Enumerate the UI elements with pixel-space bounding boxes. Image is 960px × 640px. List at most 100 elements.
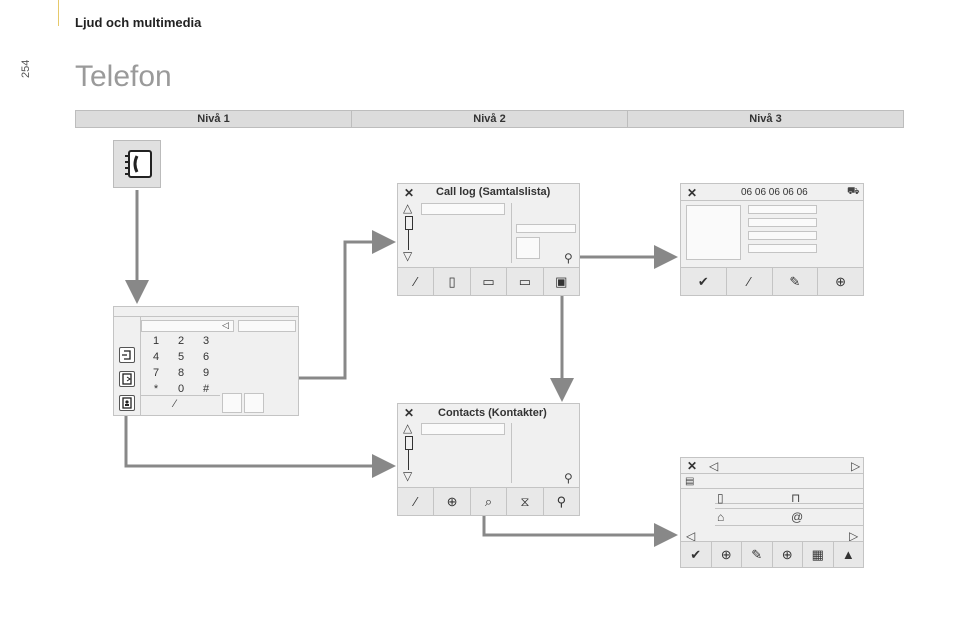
home-icon[interactable]: ⌂ xyxy=(717,510,725,524)
down-arrow-icon[interactable]: ▽ xyxy=(403,249,413,263)
contact-detail-toolbar: ✔ ⊕ ✎ ⊕ ▦ ▲ xyxy=(681,541,863,567)
add-contact-button[interactable]: ⊕ xyxy=(434,488,471,515)
section-header: Ljud och multimedia xyxy=(75,15,202,30)
level-2-label: Nivå 2 xyxy=(352,111,628,127)
page-title: Telefon xyxy=(75,60,172,93)
close-icon[interactable]: ✕ xyxy=(404,186,415,200)
contacts-icon xyxy=(122,397,132,409)
dialed-calls-icon: ▭ xyxy=(518,273,532,289)
search-contact-button[interactable]: ⌕ xyxy=(471,488,508,515)
add-contact-icon: ⊕ xyxy=(720,546,732,562)
header-rule xyxy=(58,0,59,26)
edit-button[interactable]: ✎ xyxy=(773,268,819,295)
all-calls-button[interactable]: ▯ xyxy=(434,268,471,295)
number-input[interactable] xyxy=(141,320,234,332)
call-detail-toolbar: ✔ ⁄ ✎ ⊕ xyxy=(681,267,863,295)
contact-detail-panel: ✕ ◁ ▷ ▤ ▯ ⊓ ⌂ @ ◁ ▷ ✔ ⊕ ✎ ⊕ ▦ ▲ xyxy=(680,457,864,568)
call-button[interactable]: ⁄ xyxy=(398,268,435,295)
contact-photo xyxy=(686,205,741,260)
detail-field-2 xyxy=(748,218,817,227)
call-detail-panel: ✕ 06 06 06 06 06 ⛟ ✔ ⁄ ✎ ⊕ xyxy=(680,183,864,296)
email-icon[interactable]: @ xyxy=(791,510,804,524)
call-handset-icon[interactable]: ⁄ xyxy=(174,398,176,410)
check-icon: ✔ xyxy=(697,273,709,289)
car-icon: ⛟ xyxy=(847,186,860,197)
next-arrow-icon[interactable]: ▷ xyxy=(849,529,859,543)
all-calls-icon: ▯ xyxy=(448,273,456,289)
add-contact-icon: ⊕ xyxy=(446,493,458,509)
call-button[interactable]: ⁄ xyxy=(727,268,773,295)
key-3[interactable]: 3 xyxy=(202,335,210,347)
key-9[interactable]: 9 xyxy=(202,367,210,379)
dialed-calls-button[interactable]: ▭ xyxy=(507,268,544,295)
close-icon[interactable]: ✕ xyxy=(687,186,698,200)
call-log-thumb xyxy=(516,237,540,259)
dialer-panel: ◁ 1 2 3 4 5 6 7 8 9 * 0 # ⁄ xyxy=(113,306,299,416)
level-3-label: Nivå 3 xyxy=(749,113,782,125)
recent-calls-icon xyxy=(122,373,132,385)
confirm-button[interactable]: ✔ xyxy=(681,542,712,567)
call-log-info xyxy=(516,224,576,233)
sync-icon: ⧖ xyxy=(520,493,530,509)
mobile-icon[interactable]: ▯ xyxy=(717,491,724,505)
key-0[interactable]: 0 xyxy=(177,383,185,395)
alphabet-search-button[interactable]: ⚲ xyxy=(544,488,579,515)
close-icon[interactable]: ✕ xyxy=(404,406,415,420)
vcard-button[interactable]: ▲ xyxy=(834,542,864,567)
sort-icon[interactable]: ⚲ xyxy=(564,471,573,485)
edit-icon: ✎ xyxy=(751,546,763,562)
recent-calls-side-button[interactable] xyxy=(119,371,135,387)
key-6[interactable]: 6 xyxy=(202,351,210,363)
card-icon: ▤ xyxy=(685,476,695,487)
contacts-panel: ✕ Contacts (Kontakter) △ ▽ ⚲ ⁄ ⊕ ⌕ ⧖ ⚲ xyxy=(397,403,580,516)
close-icon[interactable]: ✕ xyxy=(687,459,698,473)
contacts-icon: ▣ xyxy=(555,273,568,289)
briefcase-icon[interactable]: ⊓ xyxy=(791,491,801,505)
sort-icon[interactable]: ⚲ xyxy=(564,251,573,265)
key-1[interactable]: 1 xyxy=(152,335,160,347)
keypad-extra-button-2[interactable] xyxy=(244,393,264,413)
contacts-button[interactable]: ▣ xyxy=(544,268,579,295)
contacts-toolbar: ⁄ ⊕ ⌕ ⧖ ⚲ xyxy=(398,487,579,515)
up-arrow-icon[interactable]: △ xyxy=(403,421,413,435)
move-contact-button[interactable]: ⊕ xyxy=(773,542,803,567)
phone-menu-tile[interactable] xyxy=(113,140,161,188)
keypad: 1 2 3 4 5 6 7 8 9 * 0 # xyxy=(146,335,216,399)
call-log-side-button[interactable] xyxy=(119,347,135,363)
key-hash[interactable]: # xyxy=(202,383,210,395)
caller-number: 06 06 06 06 06 xyxy=(741,187,808,198)
contacts-side-button[interactable] xyxy=(119,395,135,411)
sync-button[interactable]: ⧖ xyxy=(507,488,544,515)
call-log-toolbar: ⁄ ▯ ▭ ▭ ▣ xyxy=(398,267,579,295)
edit-button[interactable]: ✎ xyxy=(742,542,773,567)
add-contact-button[interactable]: ⊕ xyxy=(818,268,863,295)
keypad-extra-button-1[interactable] xyxy=(222,393,242,413)
confirm-button[interactable]: ✔ xyxy=(681,268,727,295)
next-arrow-icon[interactable]: ▷ xyxy=(851,459,861,473)
prev-arrow-icon[interactable]: ◁ xyxy=(686,529,696,543)
move-contact-icon: ⊕ xyxy=(781,546,793,562)
received-calls-button[interactable]: ▭ xyxy=(471,268,508,295)
backspace-icon[interactable]: ◁ xyxy=(222,320,229,330)
call-log-icon xyxy=(122,350,131,360)
call-log-entry[interactable] xyxy=(421,203,505,215)
add-contact-button[interactable]: ⊕ xyxy=(712,542,742,567)
up-arrow-icon[interactable]: △ xyxy=(403,201,413,215)
contacts-title: Contacts (Kontakter) xyxy=(438,407,547,419)
key-star[interactable]: * xyxy=(153,383,159,395)
down-arrow-icon[interactable]: ▽ xyxy=(403,469,413,483)
scrollbar-icon[interactable] xyxy=(405,216,413,230)
scrollbar-icon[interactable] xyxy=(405,436,413,450)
call-button[interactable]: ⁄ xyxy=(398,488,435,515)
contact-entry[interactable] xyxy=(421,423,505,435)
delete-contact-button[interactable]: ▦ xyxy=(803,542,834,567)
prev-arrow-icon[interactable]: ◁ xyxy=(709,459,719,473)
vcard-icon: ▲ xyxy=(841,547,855,562)
key-4[interactable]: 4 xyxy=(152,351,160,363)
key-5[interactable]: 5 xyxy=(177,351,185,363)
key-2[interactable]: 2 xyxy=(177,335,185,347)
handset-icon: ⁄ xyxy=(414,274,417,289)
arrow-dialer-to-contacts xyxy=(124,406,396,478)
key-8[interactable]: 8 xyxy=(177,367,185,379)
key-7[interactable]: 7 xyxy=(152,367,160,379)
